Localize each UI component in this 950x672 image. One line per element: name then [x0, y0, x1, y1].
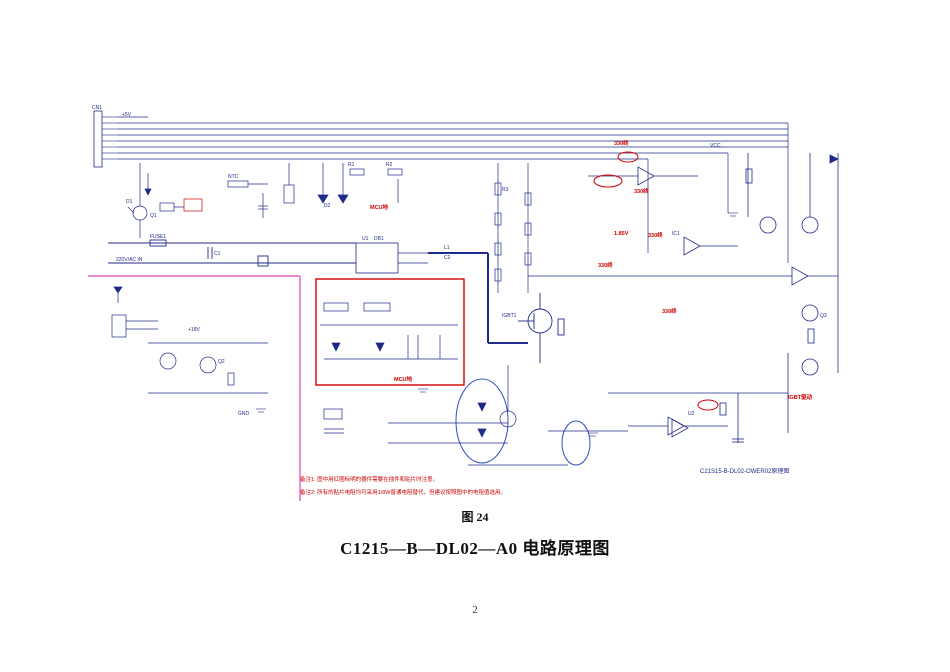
- mcu-power-block: [315, 278, 465, 386]
- schematic-note-2: 备注2: 所有的贴片电阻均可采用1/8W普通电阻替代，但建议按照图中的电阻值选用…: [300, 488, 506, 496]
- label-igbt1: IGBT1: [502, 313, 517, 319]
- igbt-transistor: [518, 293, 565, 363]
- label-r2: R2: [386, 162, 393, 168]
- regulator-ic: [671, 393, 744, 443]
- figure-label: 图 24: [461, 510, 489, 524]
- red-label-330-2: 330终: [634, 187, 649, 195]
- red-label-mcu-1: MCU地: [370, 203, 389, 211]
- main-power-bus: [428, 252, 528, 344]
- drawing-title: C21S15-B-DL02-OWER02原理图: [700, 468, 789, 475]
- label-gnd: GND: [238, 411, 250, 417]
- connector-cn1: [93, 110, 118, 168]
- highlight-ellipse-right: [561, 420, 591, 466]
- circuit-schematic: CN1 +5V R1 R2 R3 C1 C2 D1 D2 Q1 Q2 Q3 U1…: [88, 103, 848, 501]
- label-u2: U2: [688, 411, 695, 417]
- ground-symbols: [256, 212, 738, 437]
- red-label-330-4: 330终: [598, 261, 613, 269]
- schematic-drawing: CN1 +5V R1 R2 R3 C1 C2 D1 D2 Q1 Q2 Q3 U1…: [88, 103, 848, 501]
- top-center-components: [317, 163, 403, 204]
- mcu-power-components: [320, 302, 458, 360]
- red-label-185v: 1.85V: [614, 231, 629, 237]
- page-number: 2: [472, 604, 478, 616]
- label-5v: +5V: [122, 112, 132, 118]
- label-ntc: NTC: [228, 174, 239, 180]
- schematic-note-1: 备注1: 图中用红圈标明的器件需要在插件和贴片时注意。: [300, 475, 438, 483]
- label-18v: +18V: [188, 327, 200, 333]
- figure-title: C1215—B—DL02—A0 电路原理图: [340, 539, 610, 558]
- comparator-circuits: [528, 153, 839, 436]
- label-r3: R3: [502, 187, 509, 193]
- ac-input-lines: [108, 239, 356, 267]
- label-u1: U1: [362, 236, 369, 242]
- red-label-330-5: 330终: [662, 307, 677, 315]
- thermistor-and-caps: [227, 163, 295, 218]
- label-fuse1: FUSE1: [150, 234, 166, 240]
- label-vcc: VCC: [710, 143, 721, 149]
- label-q3: Q3: [820, 313, 827, 319]
- label-ac-in: 220V/AC IN: [116, 257, 143, 263]
- red-marker-circles: [593, 151, 719, 411]
- label-cn1: CN1: [92, 105, 102, 111]
- label-db1: DB1: [374, 236, 384, 242]
- highlight-ellipse-left: [455, 378, 509, 464]
- label-c2: C2: [444, 255, 451, 261]
- red-label-igbt-drive: IGBT驱动: [788, 393, 813, 401]
- left-driver-circuit: [127, 163, 203, 238]
- label-ic1: IC1: [672, 231, 680, 237]
- bridge-rectifier: [355, 242, 428, 274]
- red-label-330-1: 330终: [614, 139, 629, 147]
- label-r1: R1: [348, 162, 355, 168]
- label-l1: L1: [444, 245, 450, 251]
- red-label-330-3: 330终: [648, 231, 663, 239]
- label-d1: D1: [126, 199, 133, 205]
- label-q1: Q1: [150, 213, 157, 219]
- top-bus-lines: [118, 116, 789, 263]
- left-lower-circuit: [111, 286, 268, 394]
- label-d2: D2: [324, 203, 331, 209]
- resistor-ladder: [494, 163, 532, 293]
- label-c1: C1: [214, 251, 221, 257]
- right-transistors: [745, 153, 839, 376]
- bottom-center-components: [323, 365, 568, 466]
- red-label-mcu-2: MCU地: [394, 375, 413, 383]
- label-q2: Q2: [218, 359, 225, 365]
